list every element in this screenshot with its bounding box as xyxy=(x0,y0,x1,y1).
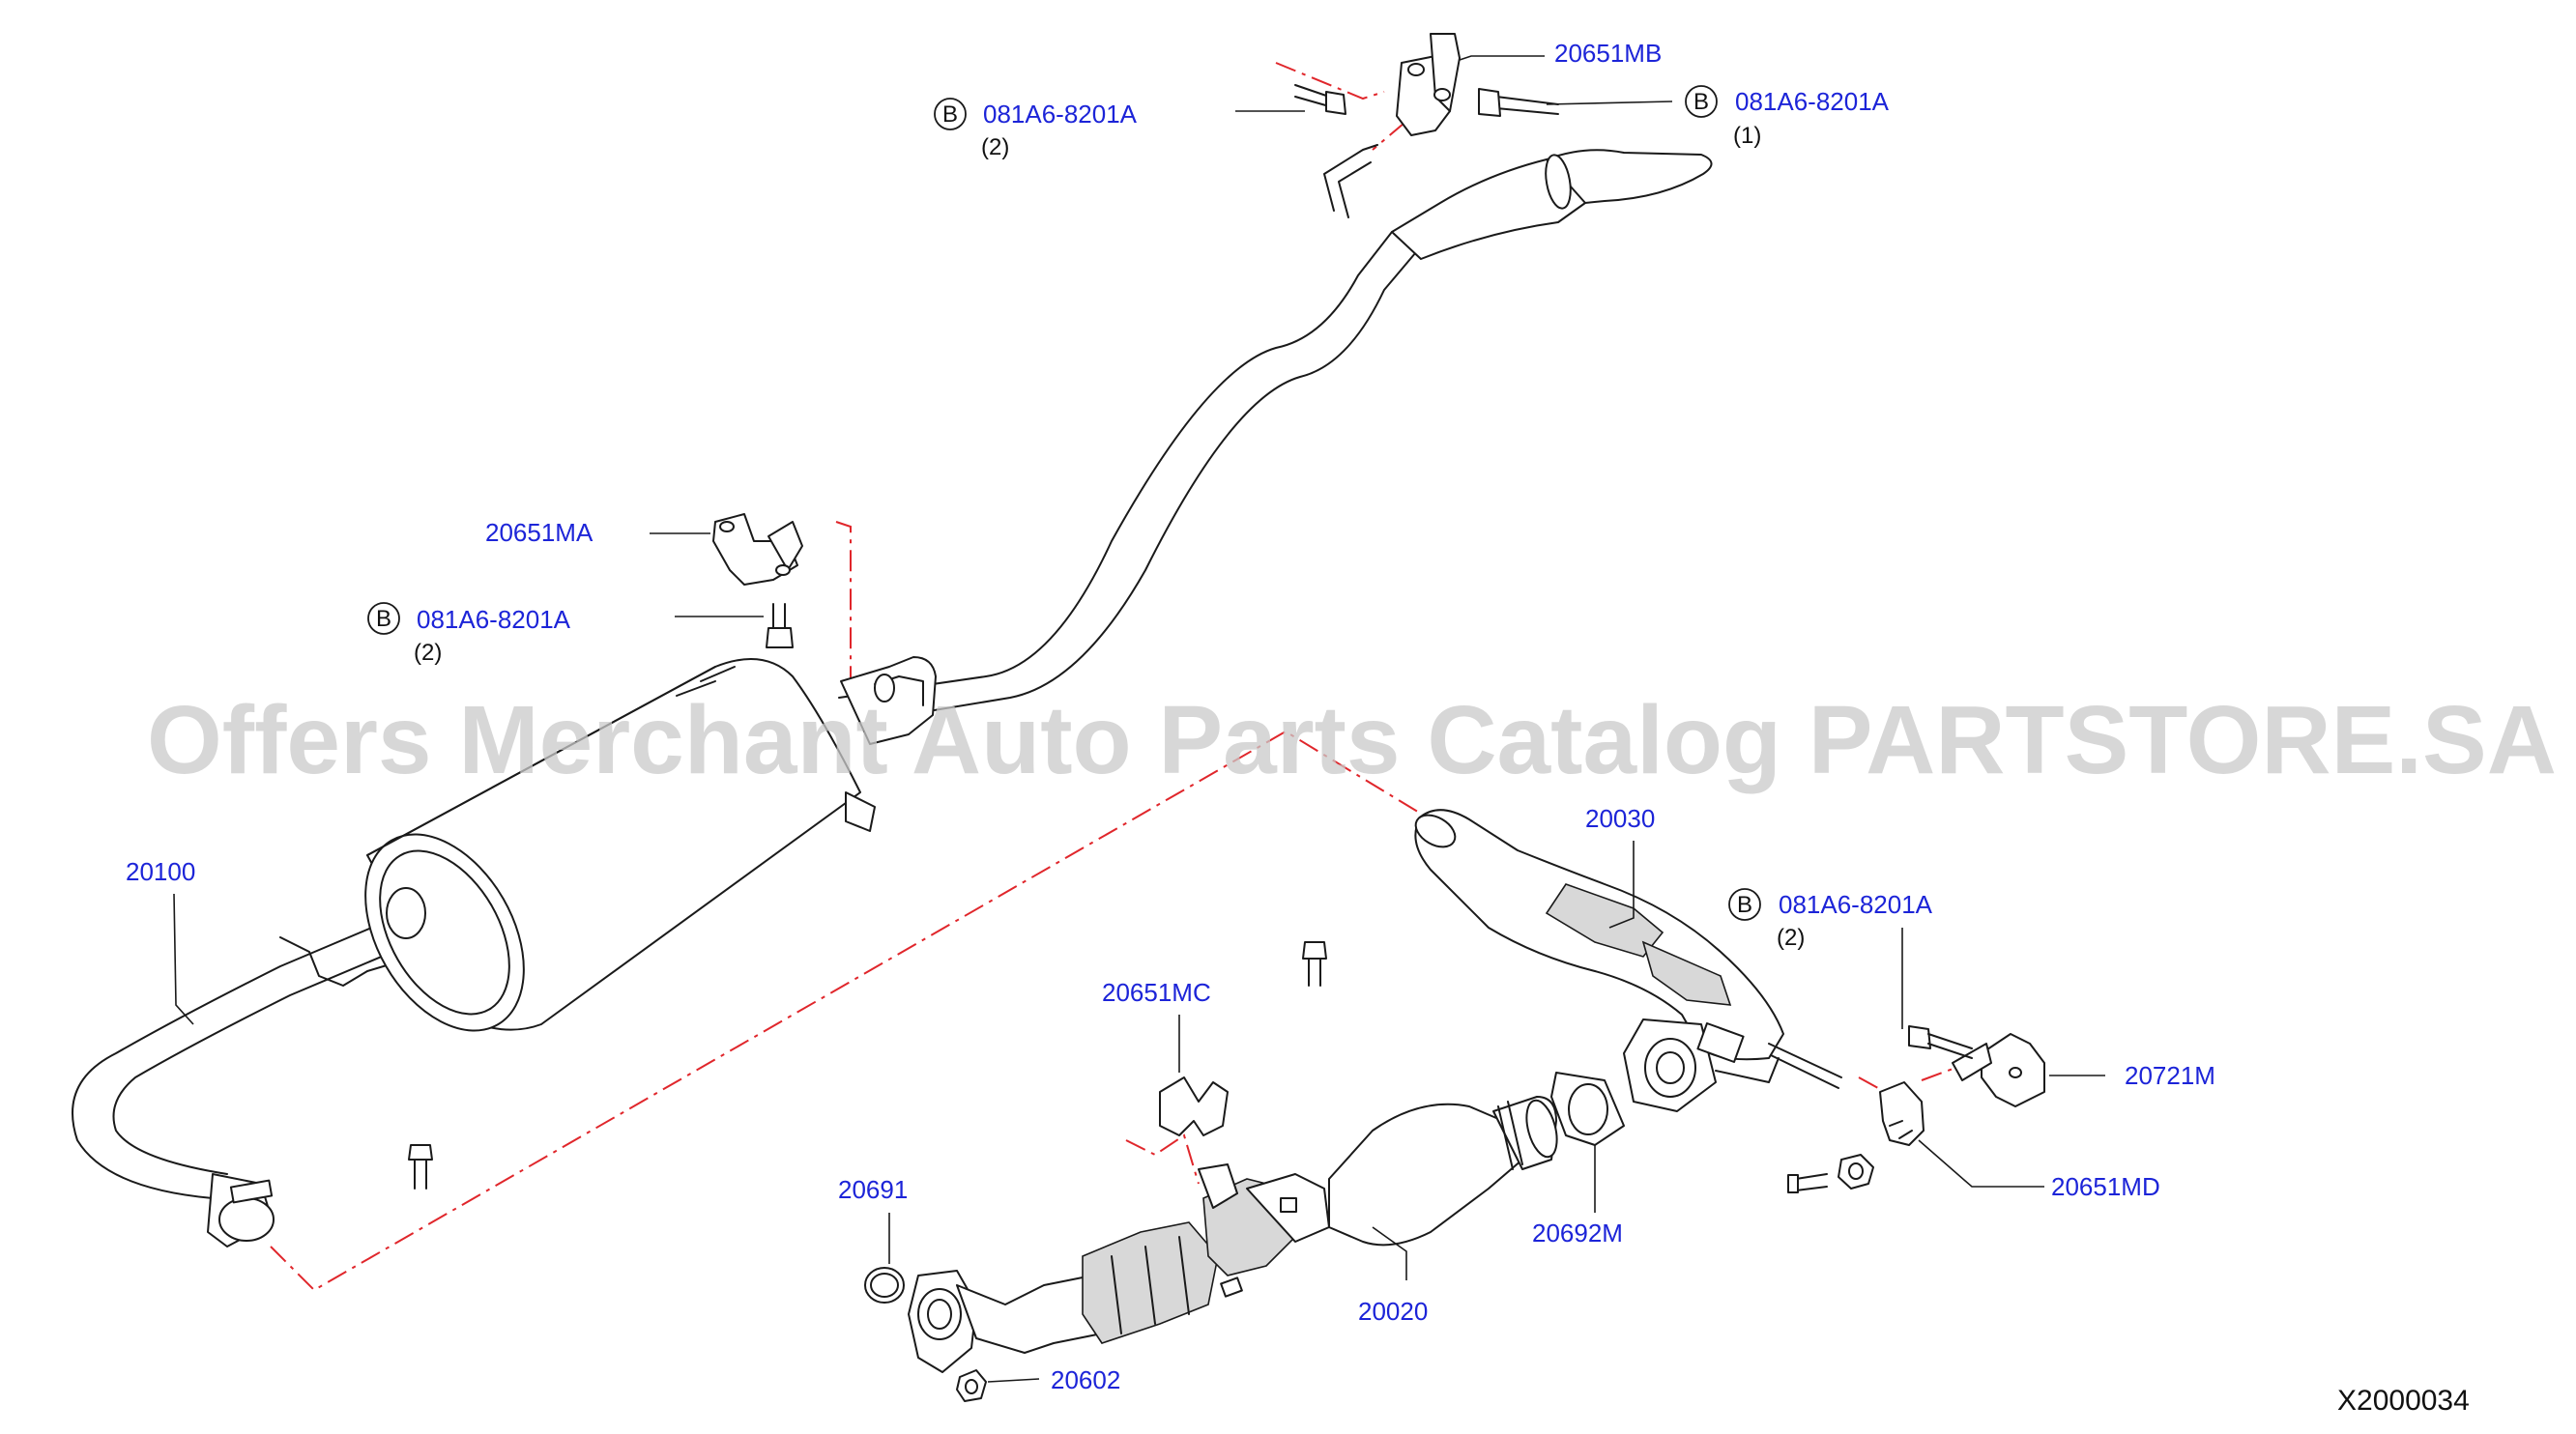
bolt-loose-lower xyxy=(408,1144,433,1190)
callout-code: 081A6-8201A xyxy=(1735,87,1890,116)
callout-20651md: 20651MD xyxy=(2051,1172,2160,1201)
front-tube-20020 xyxy=(908,1096,1558,1373)
nut-20602 xyxy=(956,1369,987,1402)
callout-code: 20651MD xyxy=(2051,1172,2160,1201)
callout-code: 20721M xyxy=(2125,1061,2215,1090)
bolt-marker-circle xyxy=(367,602,400,635)
bolt-loose-upper xyxy=(1302,941,1327,987)
main-muffler xyxy=(364,656,937,1032)
callout-code: 081A6-8201A xyxy=(1779,890,1933,919)
callout-20691: 20691 xyxy=(838,1175,908,1204)
callout-code: 20651MA xyxy=(485,518,593,547)
hanger-20651mb xyxy=(1396,33,1461,136)
bolt-mid-left xyxy=(766,603,794,648)
callout-qty: (2) xyxy=(981,134,1009,160)
callout-20651mb: 20651MB xyxy=(1554,39,1662,68)
callout-code: 20691 xyxy=(838,1175,908,1204)
callout-20692m: 20692M xyxy=(1532,1219,1623,1248)
callout-20030: 20030 xyxy=(1585,804,1655,833)
bolt-marker-circle xyxy=(934,98,967,130)
callout-qty: (1) xyxy=(1733,123,1761,149)
bolt-marker-letter: B xyxy=(1737,892,1752,918)
hanger-20651ma xyxy=(712,513,803,586)
center-pipe-20030 xyxy=(1414,809,1842,1112)
assembly-guide-lines xyxy=(270,62,1983,1292)
bolt-top-right xyxy=(1478,88,1559,117)
callout-code: 20100 xyxy=(126,857,195,886)
callout-bolt-top-right: B 081A6-8201A (1) xyxy=(1685,85,1890,149)
callout-bolt-top-left: B 081A6-8201A (2) xyxy=(934,98,1138,160)
bolt-marker-letter: B xyxy=(942,101,958,128)
bolt-marker-circle xyxy=(1685,85,1718,118)
callout-code: 20651MB xyxy=(1554,39,1662,68)
nut-small xyxy=(1838,1154,1874,1190)
callout-bolt-right: B 081A6-8201A (2) xyxy=(1728,888,1933,951)
bolt-right xyxy=(1908,1025,1973,1059)
callout-qty: (2) xyxy=(1777,925,1805,951)
callout-20020: 20020 xyxy=(1358,1297,1428,1326)
hanger-20651md xyxy=(1879,1081,1925,1146)
callout-20651mc: 20651MC xyxy=(1102,978,1211,1007)
bolt-marker-letter: B xyxy=(1693,89,1709,115)
stud-bolt xyxy=(1787,1173,1828,1193)
callout-code: 20692M xyxy=(1532,1219,1623,1248)
gasket-20692m xyxy=(1550,1072,1625,1146)
leader-lines xyxy=(173,55,2105,1383)
callout-bolt-mid-left: B 081A6-8201A (2) xyxy=(367,602,571,666)
diagram-id: X2000034 xyxy=(2337,1385,2470,1417)
callout-code: 081A6-8201A xyxy=(983,100,1138,129)
watermark-text: Offers Merchant Auto Parts Catalog PARTS… xyxy=(147,686,2557,794)
bolt-marker-letter: B xyxy=(376,606,391,632)
hanger-20651mc xyxy=(1159,1076,1229,1136)
tail-pipe-20100 xyxy=(72,144,1713,1248)
callout-code: 20030 xyxy=(1585,804,1655,833)
callout-20602: 20602 xyxy=(1051,1365,1120,1394)
callout-qty: (2) xyxy=(414,640,442,666)
callout-code: 20020 xyxy=(1358,1297,1428,1326)
callout-code: 081A6-8201A xyxy=(417,605,571,634)
bracket-20721m xyxy=(1952,1033,2045,1107)
bolt-top-left xyxy=(1294,84,1346,115)
callout-20721m: 20721M xyxy=(2125,1061,2215,1090)
callout-20651ma: 20651MA xyxy=(485,518,593,547)
bolt-marker-circle xyxy=(1728,888,1761,921)
callout-20100: 20100 xyxy=(126,857,195,886)
callout-code: 20651MC xyxy=(1102,978,1211,1007)
seal-ring-20691 xyxy=(864,1267,905,1304)
callout-code: 20602 xyxy=(1051,1365,1120,1394)
